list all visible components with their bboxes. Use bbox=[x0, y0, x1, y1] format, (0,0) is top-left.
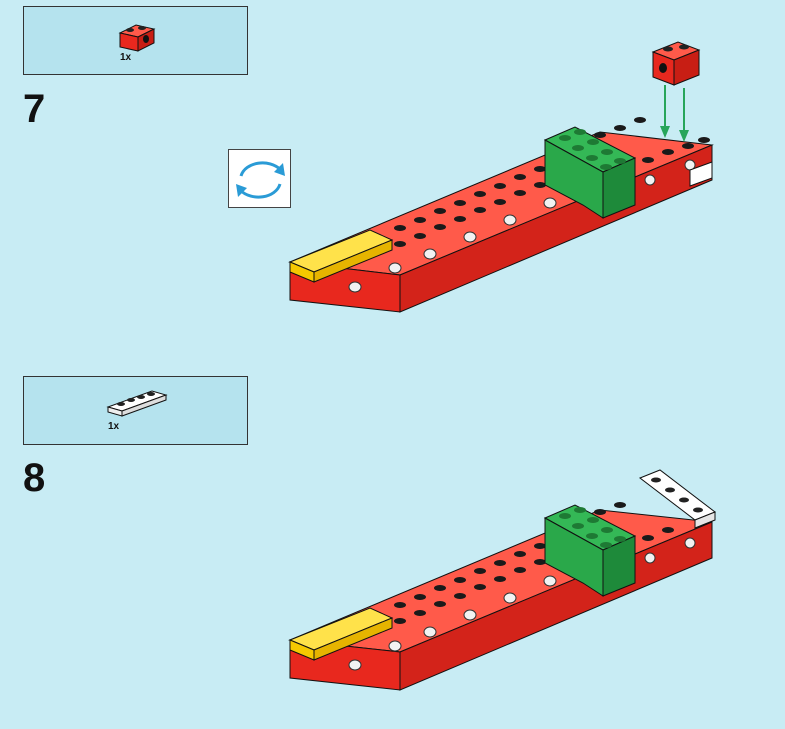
quantity-label: 1x bbox=[108, 421, 120, 432]
step-number-7: 7 bbox=[23, 87, 46, 131]
parts-callout-step-7: 1x bbox=[23, 6, 248, 75]
step-number-8: 8 bbox=[23, 456, 46, 500]
quantity-label: 1x bbox=[120, 52, 132, 63]
rotate-arrows-icon bbox=[236, 161, 285, 199]
rotate-model-button[interactable] bbox=[228, 149, 291, 208]
parts-callout-step-8: 1x bbox=[23, 376, 248, 445]
white-plate-icon bbox=[106, 390, 168, 417]
red-technic-brick-icon bbox=[118, 24, 156, 52]
